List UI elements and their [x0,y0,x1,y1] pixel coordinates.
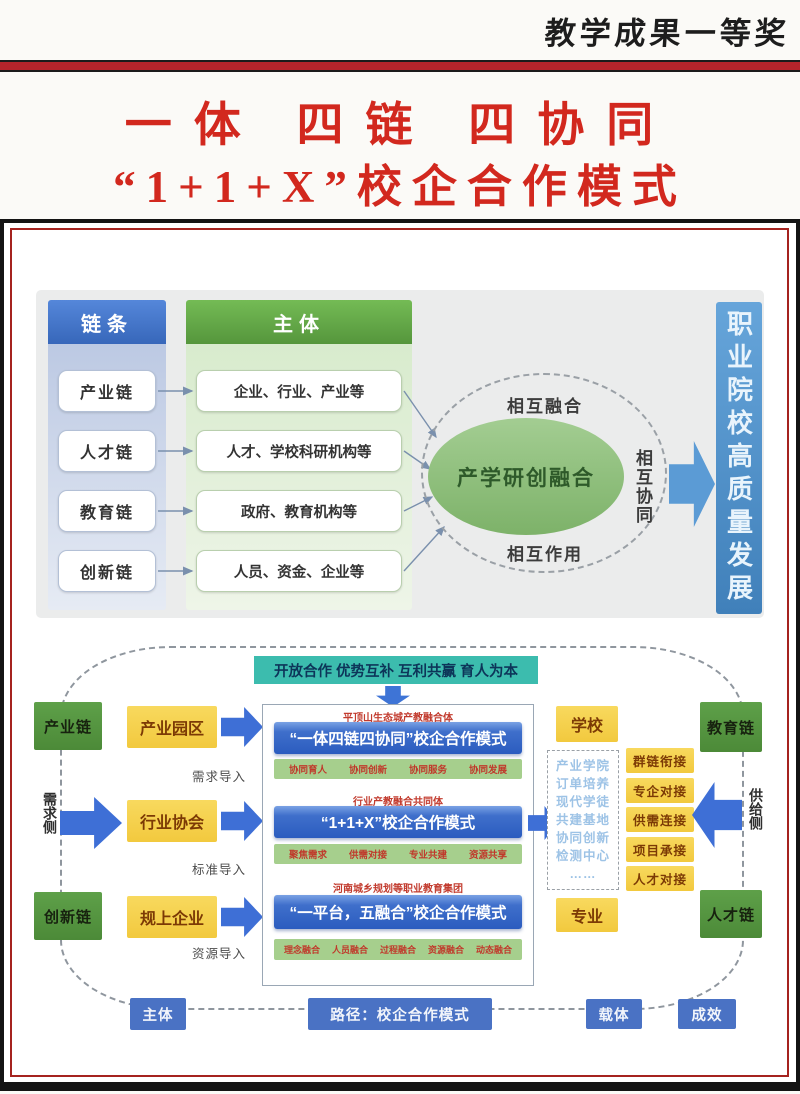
subject-item-enterprise: 企业、行业、产业等 [196,370,402,412]
node-innovation-chain: 创新链 [34,892,102,940]
bottom-node-effect: 成效 [678,999,736,1029]
feature: 资源融合 [427,945,464,955]
carrier-list-box: 产业学院 订单培养 现代学徒 共建基地 协同创新 检测中心 …… [547,750,619,890]
cooperation-principle-banner: 开放合作 优势互补 互利共赢 育人为本 [254,656,538,684]
carrier-item: 协同创新 [555,831,610,845]
chain-item-education: 教育链 [58,490,156,532]
subject-item-government: 政府、教育机构等 [196,490,402,532]
bottom-node-path: 路径：校企合作模式 [308,998,492,1030]
outcome-bar-text: 职业院校高质量发展 [723,309,754,607]
award-badge: 教学成果一等奖 [543,16,792,51]
feature: 协同服务 [408,765,447,776]
feature: 专业共建 [408,850,447,861]
model3-bar: “一平台，五融合”校企合作模式 [274,895,522,929]
link-item-major-enterprise: 专企对接 [626,778,694,803]
chain-item-talent: 人才链 [58,430,156,472]
node-large-enterprise: 规上企业 [127,896,217,938]
label-resource-import: 资源导入 [192,947,247,961]
link-item-project: 项目承接 [626,837,694,862]
carrier-item: 现代学徒 [555,795,610,809]
node-industrial-park: 产业园区 [127,706,217,748]
relation-label-right: 相互协同 [633,449,652,525]
feature: 协同发展 [468,765,507,776]
feature: 理念融合 [283,945,320,955]
header-divider-stripe [0,60,800,72]
node-education-chain: 教育链 [700,702,762,752]
feature: 动态融合 [475,945,512,955]
relation-label-bottom: 相互作用 [507,545,583,564]
model1-features: 协同育人 协同创新 协同服务 协同发展 [274,759,522,779]
feature: 资源共享 [468,850,507,861]
subject-item-talent: 人才、学校科研机构等 [196,430,402,472]
feature: 供需对接 [348,850,387,861]
chain-item-innovation: 创新链 [58,550,156,592]
label-standard-import: 标准导入 [192,863,247,877]
relation-label-top: 相互融合 [507,397,583,416]
link-item-talent: 人才对接 [626,866,694,891]
link-item-cluster-chain: 群链衔接 [626,748,694,773]
supply-side-label: 供给侧 [748,788,764,830]
demand-side-label: 需求侧 [42,792,58,834]
feature: 人员融合 [331,945,368,955]
model3-tag: 河南城乡规划等职业教育集团 [333,884,463,895]
label-demand-import: 需求导入 [192,770,247,784]
model2-tag: 行业产教融合共同体 [353,797,443,808]
carrier-item: 共建基地 [555,813,610,827]
node-major: 专业 [556,898,618,932]
node-industry-association: 行业协会 [127,800,217,842]
page-title-line2: “1+1+X”校企合作模式 [113,162,687,212]
carrier-item: 检测中心 [555,849,610,863]
chain-item-industry: 产业链 [58,370,156,412]
feature: 过程融合 [379,945,416,955]
feature: 协同创新 [348,765,387,776]
model1-bar: “一体四链四协同”校企合作模式 [274,722,522,754]
node-talent-chain: 人才链 [700,890,762,938]
model1-tag: 平顶山生态城产教融合体 [343,713,453,724]
feature: 聚焦需求 [288,850,327,861]
model3-features: 理念融合 人员融合 过程融合 资源融合 动态融合 [274,939,522,960]
node-school: 学校 [556,706,618,742]
node-industry-chain: 产业链 [34,702,102,750]
model2-features: 聚焦需求 供需对接 专业共建 资源共享 [274,844,522,864]
chain-column-header: 链条 [48,300,166,344]
inner-red-frame [10,228,789,1077]
carrier-item: 订单培养 [555,777,610,791]
fusion-dashed-ellipse [421,373,667,573]
page-title-line1: 一体 四链 四协同 [124,100,676,152]
carrier-item: 产业学院 [555,759,610,773]
model2-bar: “1+1+X”校企合作模式 [274,806,522,838]
outcome-bar: 职业院校高质量发展 [716,302,762,614]
subject-column-header: 主体 [186,300,412,344]
bottom-node-carrier: 载体 [586,999,642,1029]
bottom-node-subject: 主体 [130,998,186,1030]
fusion-core-ellipse: 产学研创融合 [428,418,624,535]
carrier-item: …… [569,867,597,881]
subject-item-resource: 人员、资金、企业等 [196,550,402,592]
link-item-supply-demand: 供需连接 [626,807,694,832]
feature: 协同育人 [288,765,327,776]
